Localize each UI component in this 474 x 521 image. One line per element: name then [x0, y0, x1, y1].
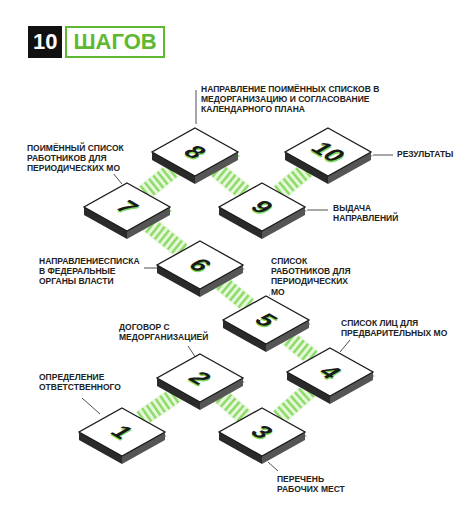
step-label: ДОГОВОР С МЕДОРГАНИЗАЦИЕЙ — [118, 322, 212, 342]
title: ШАГОВ — [65, 26, 164, 58]
step-label: НАПРАВЛЕНИЕ ПОИМЁННЫХ СПИСКОВ В МЕДОРГАН… — [200, 84, 416, 115]
step-tile: 8НАПРАВЛЕНИЕ ПОИМЁННЫХ СПИСКОВ В МЕДОРГА… — [150, 126, 240, 188]
step-label: РЕЗУЛЬТАТЫ — [396, 149, 462, 159]
step-tile: 10РЕЗУЛЬТАТЫ — [283, 126, 373, 188]
step-tile: 1ОПРЕДЕЛЕНИЕ ОТВЕТСТВЕННОГО — [77, 406, 167, 468]
step-tile: 9ВЫДАЧА НАПРАВЛЕНИЙ — [217, 181, 307, 243]
step-label: ПОИМЁННЫЙ СПИСОК РАБОТНИКОВ ДЛЯ ПЕРИОДИЧ… — [26, 143, 132, 174]
step-label: ВЫДАЧА НАПРАВЛЕНИЙ — [332, 203, 408, 223]
leader-line — [82, 398, 100, 414]
leader-line — [373, 155, 393, 156]
leader-line — [196, 90, 197, 124]
leader-line — [268, 462, 278, 471]
step-tile: 2ДОГОВОР С МЕДОРГАНИЗАЦИЕЙ — [155, 352, 245, 414]
step-label: НАПРАВЛЕНИЕСПИСКА В ФЕДЕРАЛЬНЫЕ ОРГАНЫ В… — [38, 256, 144, 287]
step-label: ОПРЕДЕЛЕНИЕ ОТВЕТСТВЕННОГО — [38, 372, 126, 392]
title-number: 10 — [28, 26, 62, 58]
step-tile: 6НАПРАВЛЕНИЕСПИСКА В ФЕДЕРАЛЬНЫЕ ОРГАНЫ … — [155, 239, 245, 301]
step-label: СПИСОК РАБОТНИКОВ ДЛЯ ПЕРИОДИЧЕСКИХ МО — [270, 256, 354, 297]
leader-line — [112, 172, 122, 184]
step-label: ПЕРЕЧЕНЬ РАБОЧИХ МЕСТ — [276, 474, 350, 494]
title-block: 10ШАГОВ — [28, 26, 165, 58]
step-label: СПИСОК ЛИЦ ДЛЯ ПРЕДВАРИТЕЛЬНЫХ МО — [340, 318, 454, 338]
step-tile: 7ПОИМЁННЫЙ СПИСОК РАБОТНИКОВ ДЛЯ ПЕРИОДИ… — [82, 181, 172, 243]
leader-line — [340, 340, 350, 352]
step-tile: 4СПИСОК ЛИЦ ДЛЯ ПРЕДВАРИТЕЛЬНЫХ МО — [285, 346, 375, 408]
step-tile: 5СПИСОК РАБОТНИКОВ ДЛЯ ПЕРИОДИЧЕСКИХ МО — [221, 294, 311, 356]
leader-line — [307, 210, 328, 211]
step-tile: 3ПЕРЕЧЕНЬ РАБОЧИХ МЕСТ — [217, 406, 307, 468]
